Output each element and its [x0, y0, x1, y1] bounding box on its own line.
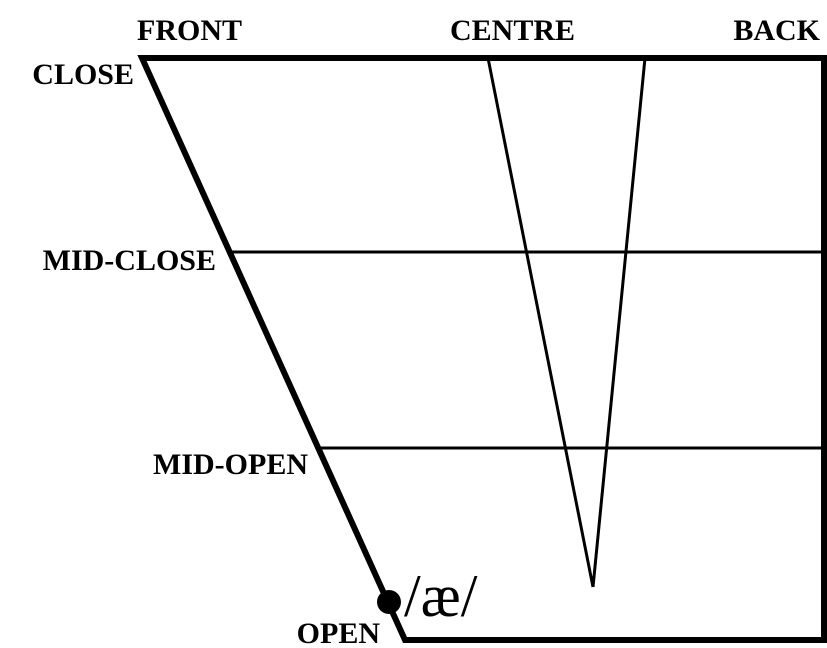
row-label-mid-open: MID-OPEN	[153, 448, 308, 481]
vowel-position-dot	[377, 590, 401, 614]
centre-triangle-right-edge	[591, 57, 647, 588]
centre-triangle-left-edge	[486, 57, 595, 588]
row-label-open: OPEN	[297, 617, 381, 648]
vowel-symbol: /æ/	[404, 563, 478, 629]
column-label-front: FRONT	[137, 14, 242, 47]
column-label-back: BACK	[733, 14, 820, 47]
vowel-trapezoid-outline	[137, 55, 827, 643]
column-label-centre: CENTRE	[450, 14, 575, 47]
row-label-mid-close: MID-CLOSE	[43, 244, 216, 277]
row-label-close: CLOSE	[32, 58, 134, 91]
